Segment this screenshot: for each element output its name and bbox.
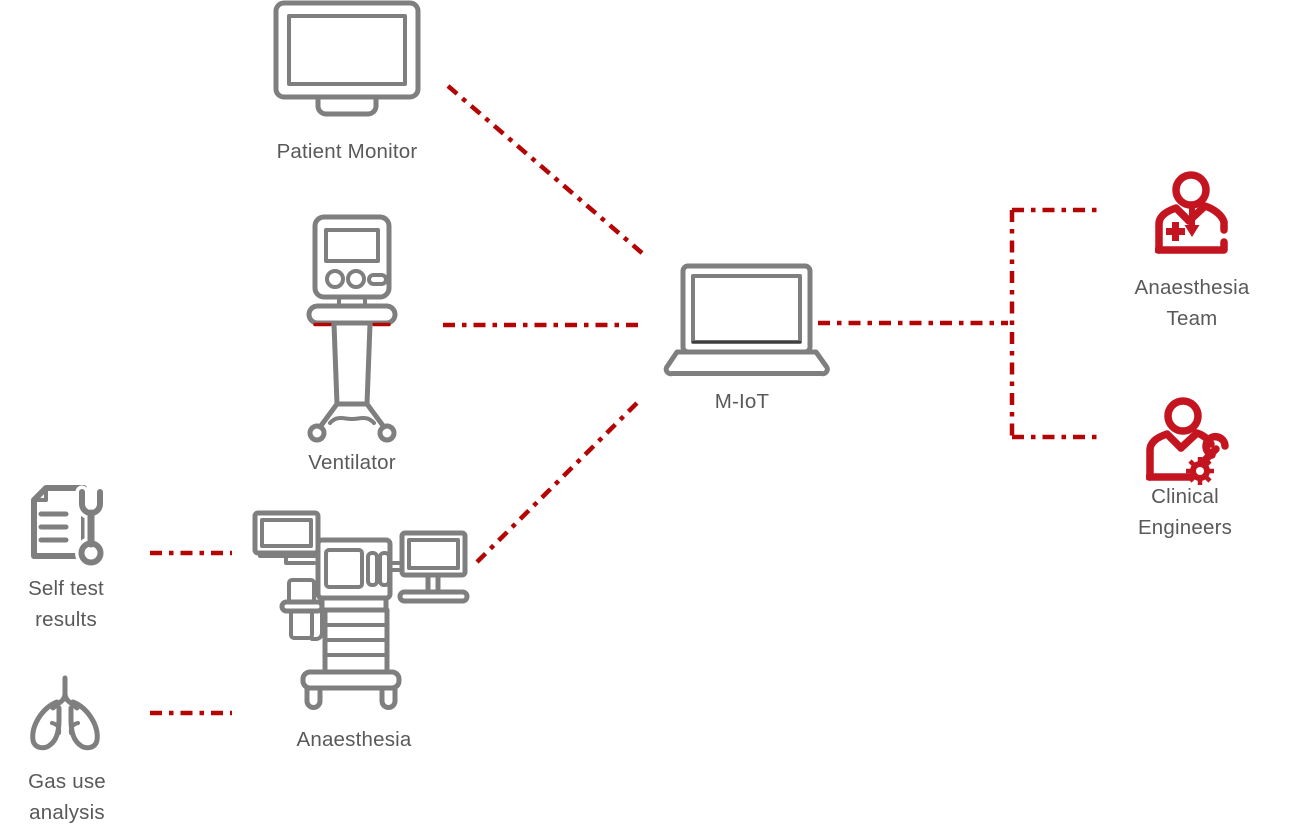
anaesthesia-label: Anaesthesia xyxy=(296,728,412,751)
anaesthesia-machine-icon xyxy=(246,506,476,714)
self-test-results-label: Self test results xyxy=(28,577,104,631)
gas-use-analysis-label: Gas use analysis xyxy=(28,770,106,824)
anaesthesia-team-label: Anaesthesia Team xyxy=(1134,276,1250,330)
laptop-icon xyxy=(662,263,832,378)
connection-patient-monitor-to-m-iot xyxy=(446,84,644,255)
document-wrench-icon xyxy=(22,484,114,572)
m-iot-label: M-IoT xyxy=(714,390,770,413)
lungs-icon xyxy=(25,672,113,758)
engineer-person-icon xyxy=(1146,395,1234,485)
ventilator-icon xyxy=(300,214,404,446)
patient-monitor-icon xyxy=(272,0,422,120)
doctor-person-icon xyxy=(1155,170,1233,258)
patient-monitor-label: Patient Monitor xyxy=(276,140,418,163)
ventilator-label: Ventilator xyxy=(308,451,396,474)
clinical-engineers-label: Clinical Engineers xyxy=(1137,485,1233,539)
connection-anaesthesia-to-m-iot xyxy=(475,398,642,564)
